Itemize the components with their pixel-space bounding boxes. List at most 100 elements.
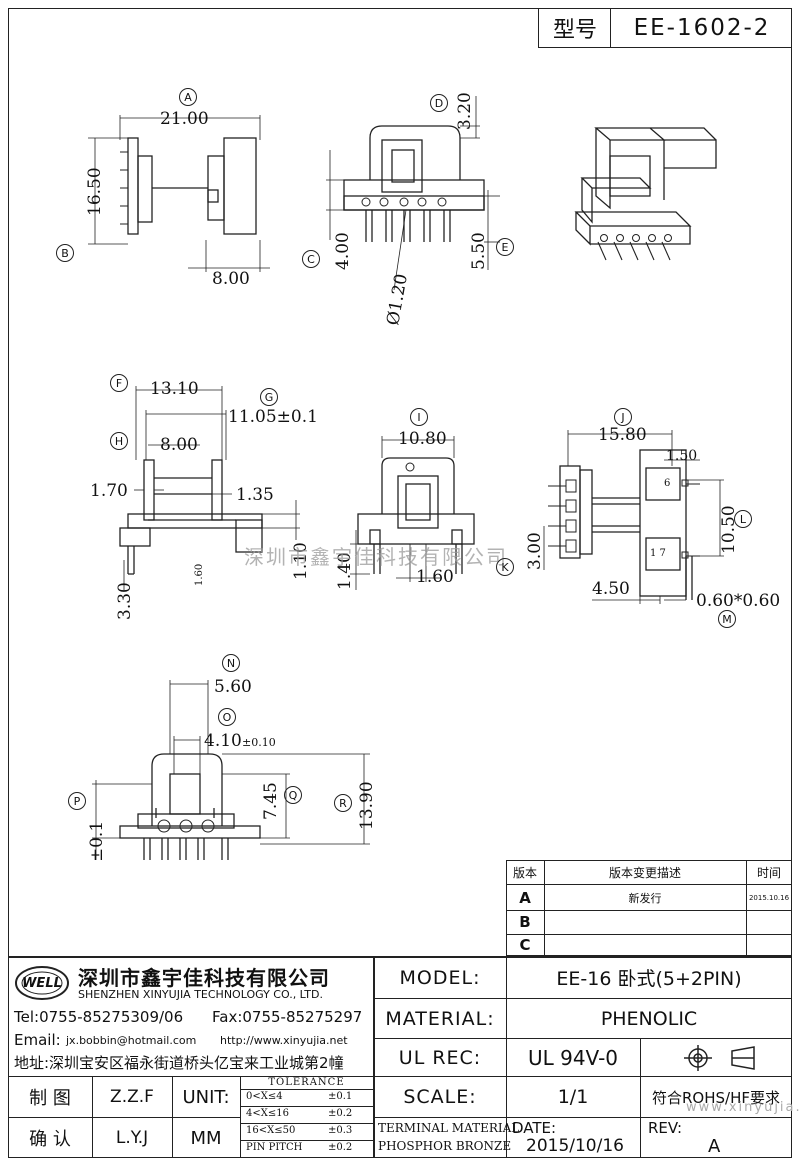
rev-row-a: A xyxy=(519,888,531,907)
bubble-R: R xyxy=(334,794,352,812)
company-name-cn: 深圳市鑫宇佳科技有限公司 xyxy=(78,966,330,990)
dim-F: 13.10 xyxy=(150,379,199,399)
rev-row-a-desc: 新发行 xyxy=(628,891,662,905)
dim-H: 8.00 xyxy=(160,435,198,455)
bubble-D: D xyxy=(430,94,448,112)
revision-table xyxy=(506,860,792,956)
dim-I: 10.80 xyxy=(398,429,447,449)
dim-8: 8.00 xyxy=(212,269,250,289)
date-label: DATE: xyxy=(512,1119,557,1137)
company-web[interactable]: http://www.xinyujia.net xyxy=(220,1034,348,1047)
company-email[interactable]: jx.bobbin@hotmail.com xyxy=(66,1034,197,1047)
dim-pin: Ø1.20 xyxy=(383,272,412,326)
top-view xyxy=(88,115,270,272)
rev-header-desc: 版本变更描述 xyxy=(608,866,681,880)
dim-C: 4.00 xyxy=(333,232,353,270)
company-email-label: Email: xyxy=(14,1031,61,1049)
scale-value: 1/1 xyxy=(557,1086,589,1108)
dim-N: 5.60 xyxy=(214,677,252,697)
dim-J: 15.80 xyxy=(598,425,647,445)
dim-150: 1.50 xyxy=(666,448,697,464)
dim-135: 1.35 xyxy=(236,485,274,505)
dim-160s: 1.60 xyxy=(194,564,205,586)
dim-Q: 7.45 xyxy=(261,782,281,820)
dim-110: 1.10 xyxy=(291,542,311,580)
dim-P: 5.10±0.1 xyxy=(87,821,107,860)
dim-E: 5.50 xyxy=(469,232,489,270)
terminal-label-2: PHOSPHOR BRONZE xyxy=(378,1139,512,1153)
iso-view xyxy=(574,127,717,261)
bubble-A: A xyxy=(179,88,197,106)
front-view xyxy=(326,96,500,291)
company-fax: Fax:0755-85275297 xyxy=(212,1008,363,1026)
bubble-G: G xyxy=(260,388,278,406)
bubble-M: M xyxy=(718,610,736,628)
bottom-view xyxy=(543,430,724,604)
terminal-label-1: TERMINAL MATERIAL xyxy=(378,1121,520,1135)
technical-drawing: 21.00 16.50 8.00 3.20 4.00 5.50 Ø1.20 13… xyxy=(85,92,780,860)
dim-170: 1.70 xyxy=(90,481,128,501)
ulrec-label: UL REC: xyxy=(398,1046,482,1069)
bubble-J: J xyxy=(614,408,632,426)
unit-label: UNIT: xyxy=(182,1086,230,1108)
check-name: L.Y.J xyxy=(115,1128,149,1148)
logo-text: WELL xyxy=(22,975,62,991)
draw-name: Z.Z.F xyxy=(110,1087,154,1107)
dim-450: 4.50 xyxy=(592,579,630,599)
dim-B: 16.50 xyxy=(85,167,105,216)
side-view xyxy=(119,386,300,590)
tol-value-4: ±0.2 xyxy=(328,1142,353,1153)
tol-range-3: 16<X≤50 xyxy=(246,1125,296,1136)
rev-row-a-date: 2015.10.16 xyxy=(748,893,790,902)
date-value: 2015/10/16 xyxy=(526,1136,624,1156)
dim-O-tol: ±0.10 xyxy=(242,736,276,749)
model-header-box xyxy=(538,8,792,48)
bubble-C: C xyxy=(302,250,320,268)
bubble-B: B xyxy=(56,244,74,262)
rev-row-c: C xyxy=(519,936,531,954)
bubble-Q: Q xyxy=(284,786,302,804)
rohs-compliance: 符合ROHS/HF要求 xyxy=(652,1088,780,1107)
tolerance-title: TOLERANCE xyxy=(268,1077,345,1088)
ulrec-value: UL 94V-0 xyxy=(527,1045,619,1070)
bubble-O: O xyxy=(218,708,236,726)
rev-header-date: 时间 xyxy=(756,866,781,880)
dim-A: 21.00 xyxy=(160,109,209,129)
model-label: MODEL: xyxy=(399,966,481,989)
company-name-en: SHENZHEN XINYUJIA TECHNOLOGY CO., LTD. xyxy=(78,988,323,1001)
rev-value: A xyxy=(708,1136,721,1157)
rev-label: REV: xyxy=(648,1119,682,1137)
bubble-I: I xyxy=(410,408,428,426)
unit-value: MM xyxy=(190,1127,222,1149)
draw-label: 制 图 xyxy=(29,1088,71,1109)
model-value: EE-16 卧式(5+2PIN) xyxy=(556,968,742,990)
tol-range-4: PIN PITCH xyxy=(246,1142,303,1153)
projection-symbol-icon xyxy=(676,1045,766,1071)
tol-range-1: 0<X≤4 xyxy=(246,1091,283,1102)
scale-label: SCALE: xyxy=(403,1086,477,1108)
rev-row-b: B xyxy=(519,913,531,931)
lower-view xyxy=(92,680,370,860)
bubble-K: K xyxy=(496,558,514,576)
watermark-company: 深圳市鑫宇佳科技有限公司 xyxy=(244,545,508,569)
material-value: PHENOLIC xyxy=(600,1007,698,1030)
dim-330: 3.30 xyxy=(115,582,135,620)
tol-value-3: ±0.3 xyxy=(328,1125,353,1136)
dim-G: 11.05±0.1 xyxy=(228,407,318,427)
dim-R: 13.90 xyxy=(357,781,377,830)
tol-range-2: 4<X≤16 xyxy=(246,1108,289,1119)
bubble-F: F xyxy=(110,374,128,392)
pin-6: 6 xyxy=(664,478,670,489)
dim-140: 1.40 xyxy=(335,552,355,590)
sheet-border xyxy=(8,8,792,1158)
material-label: MATERIAL: xyxy=(385,1007,495,1030)
bubble-N: N xyxy=(222,654,240,672)
end-view xyxy=(350,436,475,590)
rev-header-version: 版本 xyxy=(512,866,537,880)
company-tel: Tel:0755-85275309/06 xyxy=(14,1008,184,1026)
company-logo: WELL xyxy=(14,964,70,1002)
dim-K: 3.00 xyxy=(525,532,545,570)
dim-160: 1.60 xyxy=(416,567,454,587)
dim-O: 4.10 xyxy=(204,731,242,751)
